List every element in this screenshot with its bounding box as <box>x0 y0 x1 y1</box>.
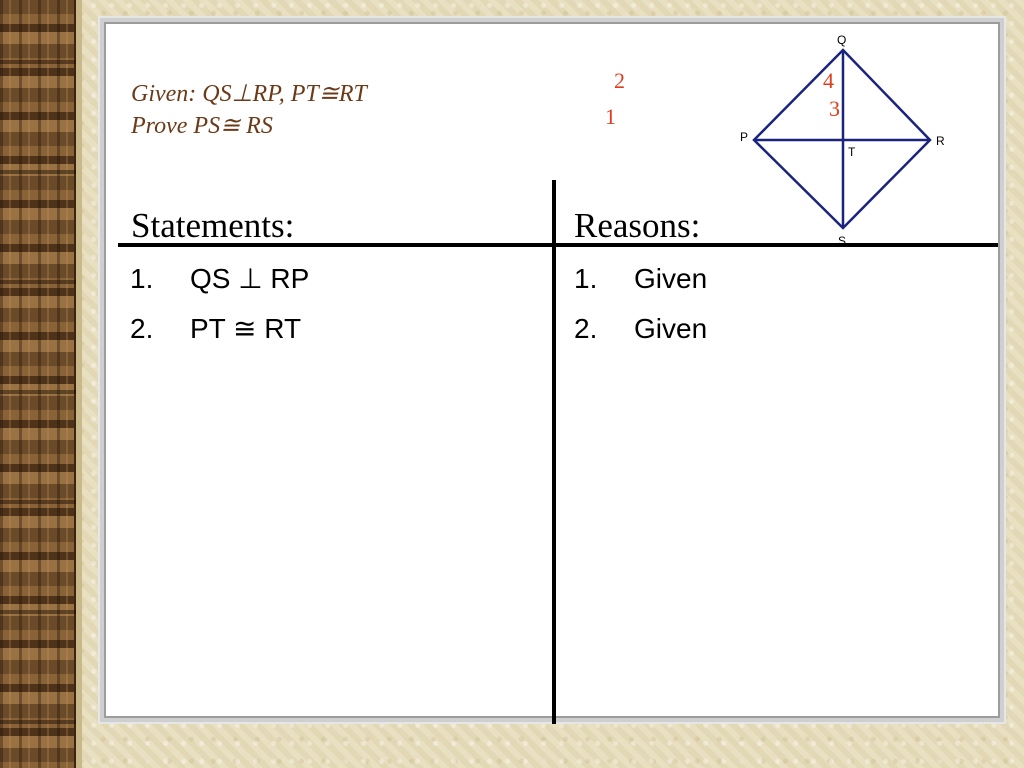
vertex-label-s: S <box>838 234 846 248</box>
table-header-rule <box>118 243 998 247</box>
statement-text: PT ≅ RT <box>190 313 302 344</box>
reason-text: Given <box>634 263 708 294</box>
statement-text: QS ⊥ RP <box>190 263 310 294</box>
reasons-header: Reasons: <box>574 206 701 245</box>
kite-diagram: Q R S P T <box>740 33 945 248</box>
prove-statement: Prove PS≅ RS <box>131 113 273 139</box>
given-statement: Given: QS⊥RP, PT≅RT <box>131 81 367 107</box>
vertex-label-p: P <box>740 130 748 144</box>
statement-row: 2. PT ≅ RT <box>130 310 309 360</box>
vertex-label-t: T <box>848 145 856 159</box>
statements-list: 1. QS ⊥ RP 2. PT ≅ RT <box>130 260 309 360</box>
statement-row: 1. QS ⊥ RP <box>130 260 309 310</box>
statement-number: 1. <box>130 263 154 294</box>
angle-label-1: 1 <box>605 104 616 129</box>
given-prove-block: Given: QS⊥RP, PT≅RT Prove PS≅ RS <box>131 78 367 142</box>
reason-number: 1. <box>574 263 598 294</box>
reason-row: 2. Given <box>574 310 707 360</box>
table-column-divider <box>552 180 556 724</box>
reasons-list: 1. Given 2. Given <box>574 260 707 360</box>
vertex-label-r: R <box>936 134 945 148</box>
reason-number: 2. <box>574 313 598 344</box>
border-strip <box>76 0 82 768</box>
angle-label-3: 3 <box>829 96 840 121</box>
statement-number: 2. <box>130 313 154 344</box>
wood-border <box>0 0 76 768</box>
angle-label-4: 4 <box>823 68 834 93</box>
statements-header: Statements: <box>131 206 295 245</box>
vertex-label-q: Q <box>837 33 846 47</box>
reason-row: 1. Given <box>574 260 707 310</box>
reason-text: Given <box>634 313 708 344</box>
angle-label-2: 2 <box>614 68 625 93</box>
